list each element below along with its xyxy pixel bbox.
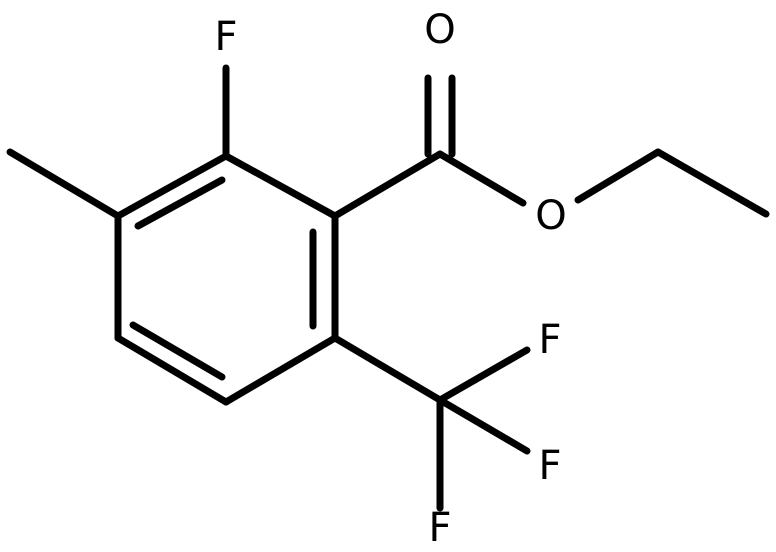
- atom-label-fluorine-cf3-right: F: [538, 443, 561, 489]
- bond-ring-c6-c1: [114, 152, 230, 220]
- bond-ring-c4-c5-inner: [129, 321, 226, 381]
- bond-ring-c6-c1-inner: [134, 176, 226, 230]
- bond-cf3-f-right: [436, 396, 531, 455]
- bond-ring-c4-c5: [114, 334, 230, 406]
- bond-c6-methyl: [6, 148, 122, 220]
- bond-c3-cf3: [331, 334, 444, 404]
- atom-label-fluorine-ring: F: [214, 14, 237, 60]
- bond-ester-o-ch2: [574, 148, 662, 204]
- atom-label-fluorine-cf3-lower: F: [428, 505, 451, 551]
- atom-label-fluorine-cf3-upper: F: [538, 317, 561, 363]
- atom-label-carbonyl-oxygen: O: [424, 7, 455, 53]
- bond-c2-carbonyl: [331, 150, 444, 220]
- bond-ch2-ch3: [654, 148, 770, 218]
- bond-ring-c1-c2: [222, 152, 339, 220]
- bond-ring-c3-c4: [222, 334, 339, 406]
- bond-carbonyl-ester-o: [436, 150, 527, 207]
- bond-cf3-f-upper: [436, 346, 531, 404]
- atom-label-ester-oxygen: O: [535, 193, 566, 239]
